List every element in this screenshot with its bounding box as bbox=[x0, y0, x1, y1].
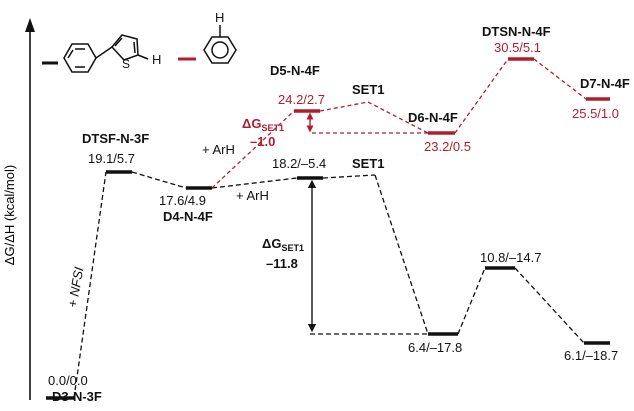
connector-p1-p2 bbox=[457, 267, 486, 335]
d3-values: 0.0/0.0 bbox=[48, 373, 88, 388]
connector-d4-d5 bbox=[211, 110, 295, 189]
dtsf-name: DTSF-N-3F bbox=[82, 131, 149, 146]
d5-name: D5-N-4F bbox=[270, 63, 320, 78]
connector-set1-p1 bbox=[374, 174, 429, 335]
dg-red-delta: ΔG bbox=[242, 116, 261, 131]
legend-black: S H bbox=[42, 34, 161, 73]
connector-dtsf-d4 bbox=[131, 171, 187, 189]
product-3-values: 6.1/–18.7 bbox=[564, 348, 618, 363]
y-axis-arrowhead bbox=[25, 18, 35, 32]
legend-red: H bbox=[178, 10, 237, 64]
d5-values: 24.2/2.7 bbox=[278, 92, 325, 107]
d4-values: 17.6/4.9 bbox=[159, 193, 206, 208]
thiophene-sulfur-label: S bbox=[122, 57, 130, 71]
dg-set1-red-label: ΔGSET1 bbox=[242, 116, 284, 133]
dg-set1-black-value: –11.8 bbox=[266, 256, 298, 271]
benzene-structure-icon bbox=[203, 25, 237, 64]
d6-name: D6-N-4F bbox=[408, 110, 458, 125]
set1-black-values: 18.2/–5.4 bbox=[272, 156, 326, 171]
product-2-values: 10.8/–14.7 bbox=[480, 250, 541, 265]
connector-d6-dtsn bbox=[454, 58, 509, 134]
dg-red-sub: SET1 bbox=[261, 123, 284, 133]
dg-black-sub: SET1 bbox=[281, 243, 304, 253]
connector-dtsn-d7 bbox=[533, 58, 587, 100]
connector-d5-set1 bbox=[319, 101, 369, 112]
phenylthiophene-structure-icon bbox=[63, 34, 149, 73]
d3-name: D3-N-3F bbox=[52, 389, 102, 404]
connector-d3-dtsf bbox=[73, 171, 107, 399]
connector-set1-d6 bbox=[367, 101, 429, 134]
d4-name: D4-N-4F bbox=[163, 209, 213, 224]
dg-set1-red-value: –1.0 bbox=[250, 134, 275, 149]
product-1-values: 6.4/–17.8 bbox=[408, 340, 462, 355]
connector-p2-p3 bbox=[514, 267, 585, 344]
black-pathway: 0.0/0.0 D3-N-3F DTSF-N-3F 19.1/5.7 17.6/… bbox=[46, 131, 618, 404]
arh-black-label: + ArH bbox=[236, 188, 269, 203]
set1-black-name: SET1 bbox=[352, 156, 385, 171]
set1-red-name: SET1 bbox=[352, 82, 385, 97]
d7-name: D7-N-4F bbox=[580, 76, 630, 91]
red-pathway: D5-N-4F 24.2/2.7 SET1 D6-N-4F 23.2/0.5 D… bbox=[202, 24, 630, 189]
connector-set1-top bbox=[322, 174, 376, 179]
dtsn-values: 30.5/5.1 bbox=[494, 40, 541, 55]
dg-set1-black-label: ΔGSET1 bbox=[262, 236, 304, 253]
thiophene-hydrogen-label: H bbox=[152, 52, 161, 67]
connector-d4-set1 bbox=[211, 177, 298, 189]
arh-red-label: + ArH bbox=[202, 142, 235, 157]
benzene-hydrogen-label: H bbox=[215, 10, 224, 25]
d6-values: 23.2/0.5 bbox=[424, 139, 471, 154]
y-axis-label: ΔG/ΔH (kcal/mol) bbox=[2, 165, 17, 265]
dtsn-name: DTSN-N-4F bbox=[482, 24, 551, 39]
dtsf-values: 19.1/5.7 bbox=[88, 151, 135, 166]
dg-black-delta: ΔG bbox=[262, 236, 281, 251]
nfsi-label: + NFSI bbox=[65, 265, 87, 308]
d7-values: 25.5/1.0 bbox=[572, 106, 619, 121]
